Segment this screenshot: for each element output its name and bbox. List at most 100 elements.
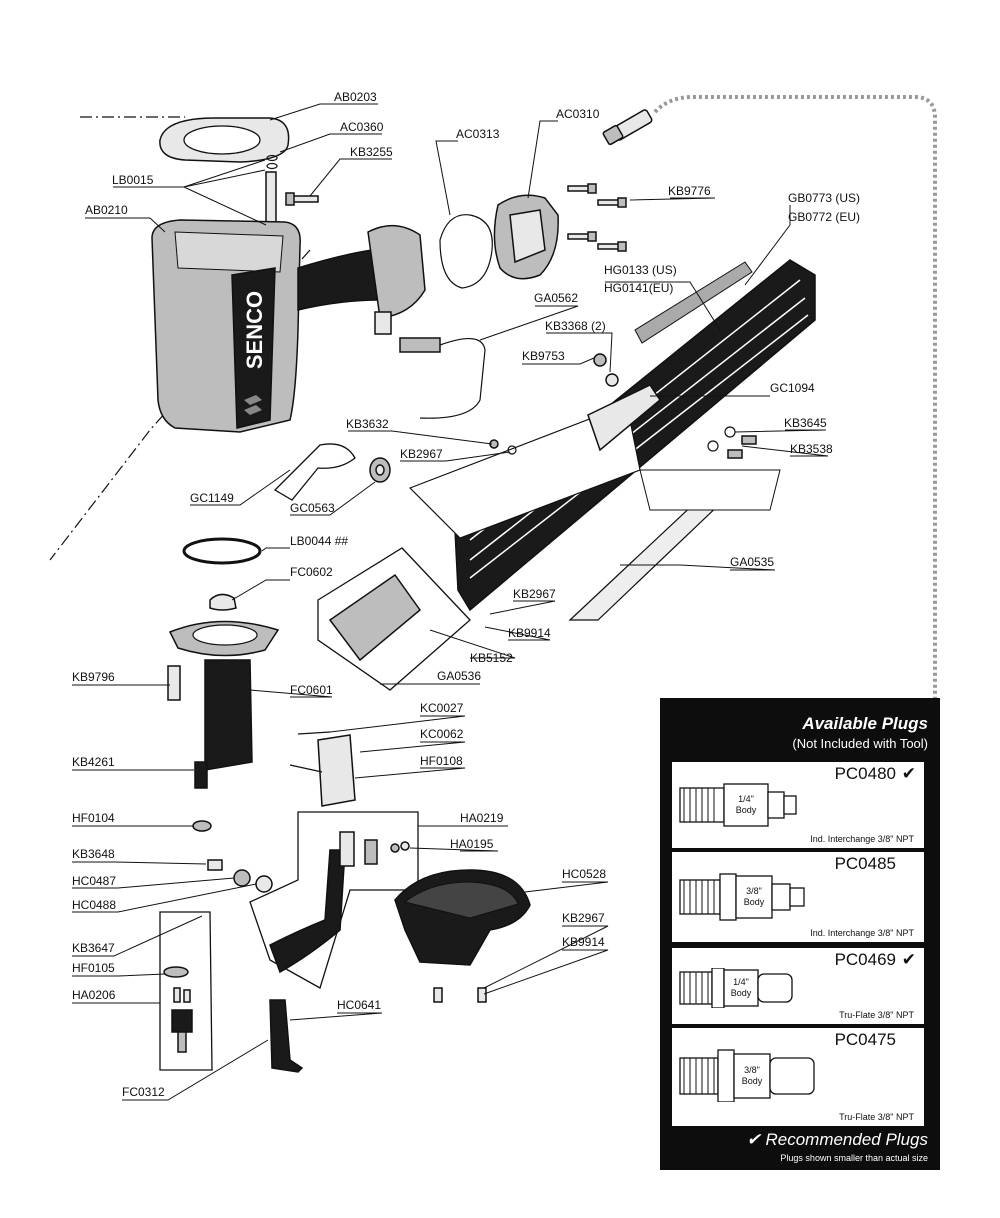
- plug-spec: Tru-Flate 3/8" NPT: [839, 1112, 914, 1122]
- plug-icon: 3/8" Body: [679, 873, 805, 921]
- spring-kb4261: [194, 761, 208, 789]
- callout-kb9776: KB9776: [668, 184, 711, 198]
- callout-kb4261: KB4261: [72, 755, 115, 769]
- callout-fc0312: FC0312: [122, 1085, 165, 1099]
- callout-kb3648: KB3648: [72, 847, 115, 861]
- plug-body-label: Body: [742, 1076, 763, 1086]
- screw-part: [285, 192, 319, 206]
- trigger-part: [269, 849, 346, 974]
- magazine-part: [408, 259, 816, 612]
- callout-kb9914-b: KB9914: [562, 935, 605, 949]
- wear-strip-part: [634, 261, 753, 344]
- callout-labels: AB0203 AC0360 KB3255 LB0015 AB0210 AC031…: [72, 90, 860, 1099]
- plug-icon: 1/4" Body: [679, 968, 793, 1008]
- pin-part: [265, 171, 277, 225]
- callout-kb3632: KB3632: [346, 417, 389, 431]
- callout-ha0206: HA0206: [72, 988, 116, 1002]
- safety-arm-part: [269, 999, 304, 1073]
- callout-lb0044: LB0044 ##: [290, 534, 348, 548]
- latch-inset-box: [317, 547, 471, 691]
- callout-ga0535: GA0535: [730, 555, 774, 569]
- plug-card-pc0485: PC0485 3/8" Body Ind. Interchange 3/8" N…: [672, 852, 924, 942]
- callout-kb9753: KB9753: [522, 349, 565, 363]
- housing-part: SENCO: [151, 219, 301, 433]
- plug-code: PC0485: [834, 854, 896, 873]
- callout-hf0105: HF0105: [72, 961, 115, 975]
- air-fitting: [602, 109, 653, 146]
- callout-kb3368: KB3368 (2): [545, 319, 606, 333]
- callout-kb2967-c: KB2967: [562, 911, 605, 925]
- callout-hg0133: HG0133 (US): [604, 263, 677, 277]
- plugs-subtitle: (Not Included with Tool): [792, 736, 928, 751]
- cap-screws-part: [567, 183, 627, 252]
- plug-body-size: 3/8": [746, 886, 762, 896]
- callout-kb5152: KB5152: [470, 651, 513, 665]
- callout-kb3647: KB3647: [72, 941, 115, 955]
- callout-ac0360: AC0360: [340, 120, 384, 134]
- part-hc0487: [233, 869, 251, 887]
- callout-fc0602: FC0602: [290, 565, 333, 579]
- bracket-part: [587, 384, 661, 452]
- callout-gc1149: GC1149: [190, 491, 234, 505]
- plugs-size-note: Plugs shown smaller than actual size: [780, 1153, 928, 1163]
- callout-hc0487: HC0487: [72, 874, 116, 888]
- plug-card-pc0480: PC0480 ✔ 1/4" Body Ind. Interchange 3/8"…: [672, 762, 924, 848]
- callout-kb3255: KB3255: [350, 145, 393, 159]
- callout-ha0219: HA0219: [460, 811, 504, 825]
- valve-assembly-box: [159, 911, 213, 1071]
- available-plugs-panel: Available Plugs (Not Included with Tool)…: [660, 698, 940, 1170]
- screw-kb3648: [207, 859, 223, 871]
- callout-ac0313: AC0313: [456, 127, 500, 141]
- callout-hc0528: HC0528: [562, 867, 606, 881]
- plug-body-label: Body: [736, 805, 757, 815]
- brand-logo: SENCO: [242, 291, 267, 369]
- bumper-part: [209, 593, 237, 611]
- plug-spec: Tru-Flate 3/8" NPT: [839, 1010, 914, 1020]
- callout-hg0141: HG0141(EU): [604, 281, 673, 295]
- callout-ab0203: AB0203: [334, 90, 377, 104]
- callout-hf0108: HF0108: [420, 754, 463, 768]
- plug-body-size: 1/4": [738, 794, 754, 804]
- gasket-part: [439, 214, 493, 289]
- plug-body-label: Body: [744, 897, 765, 907]
- callout-lb0015: LB0015: [112, 173, 154, 187]
- plug-body-size: 1/4": [733, 977, 749, 987]
- callout-kc0062: KC0062: [420, 727, 464, 741]
- plug-card-pc0475: PC0475 3/8" Body Tru-Flate 3/8" NPT: [672, 1028, 924, 1126]
- callout-hf0104: HF0104: [72, 811, 115, 825]
- callout-kb3538: KB3538: [790, 442, 833, 456]
- spring-part: [273, 443, 356, 501]
- plugs-title: Available Plugs: [802, 714, 928, 733]
- callout-gc1094: GC1094: [770, 381, 815, 395]
- callout-ga0562: GA0562: [534, 291, 578, 305]
- nosepiece-part: [168, 620, 280, 771]
- plug-code: PC0469: [834, 950, 896, 969]
- plug-card-pc0469: PC0469 ✔ 1/4" Body Tru-Flate 3/8" NPT: [672, 948, 924, 1024]
- callout-hc0641: HC0641: [337, 998, 381, 1012]
- cap-gasket-part: [159, 117, 290, 170]
- plug-spec: Ind. Interchange 3/8" NPT: [810, 928, 914, 938]
- trigger-assembly-box: [249, 811, 419, 989]
- plug-code: PC0480: [834, 764, 896, 783]
- plug-body-size: 3/8": [744, 1065, 760, 1075]
- callout-kb2967-b: KB2967: [513, 587, 556, 601]
- trigger-valve-part: [399, 337, 486, 419]
- plug-code: PC0475: [834, 1030, 896, 1049]
- plug-icon: 3/8" Body: [679, 1049, 815, 1102]
- callout-ac0310: AC0310: [556, 107, 600, 121]
- check-icon: ✔: [901, 764, 916, 783]
- callout-fc0601: FC0601: [290, 683, 333, 697]
- plug-spec: Ind. Interchange 3/8" NPT: [810, 834, 914, 844]
- part-hc0488: [255, 875, 273, 893]
- callout-gb0773: GB0773 (US): [788, 191, 860, 205]
- handle-part: [297, 225, 426, 335]
- plug-icon: 1/4" Body: [679, 783, 797, 827]
- washer-hf0104: [192, 820, 212, 832]
- check-icon: ✔: [901, 950, 916, 969]
- bolt-part: [167, 665, 181, 701]
- roller-part: [369, 457, 391, 483]
- callout-gc0563: GC0563: [290, 501, 335, 515]
- callout-kc0027: KC0027: [420, 701, 464, 715]
- callout-kb3645: KB3645: [784, 416, 827, 430]
- o-ring-part: [182, 537, 262, 565]
